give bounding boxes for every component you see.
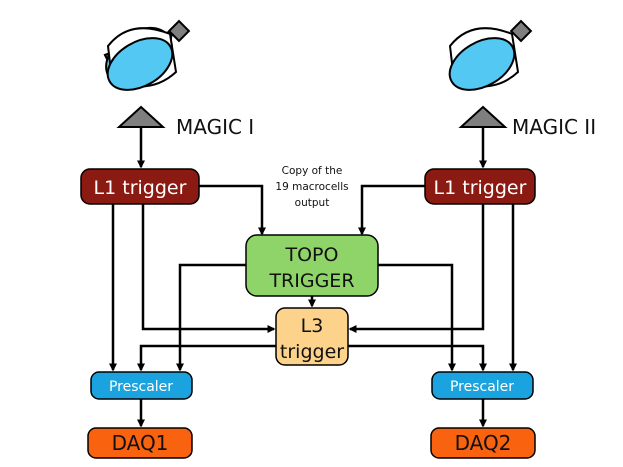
magic-2-label: MAGIC II bbox=[512, 115, 596, 139]
prescaler-right-label: Prescaler bbox=[450, 379, 514, 395]
arrow-topo-to-prescaler-right bbox=[378, 263, 456, 372]
dish-left-icon bbox=[103, 26, 178, 91]
daq2-box: DAQ2 bbox=[430, 427, 536, 459]
l1-trigger-right-label: L1 trigger bbox=[434, 177, 527, 199]
l1-trigger-right-box: L1 trigger bbox=[424, 168, 536, 205]
l3-label-line-2: trigger bbox=[280, 341, 344, 363]
prescaler-right-box: Prescaler bbox=[431, 371, 534, 400]
annotation-line-1: Copy of the bbox=[282, 165, 343, 177]
camera-right-icon bbox=[509, 19, 533, 43]
topo-label-line-2: TRIGGER bbox=[268, 270, 354, 292]
mount-right-icon bbox=[458, 105, 508, 128]
l1-trigger-left-label: L1 trigger bbox=[94, 177, 187, 199]
arrow-topo-to-prescaler-left bbox=[176, 263, 246, 372]
l3-label-line-1: L3 bbox=[301, 315, 324, 337]
daq1-label: DAQ1 bbox=[112, 431, 169, 455]
magic-1-label: MAGIC I bbox=[176, 115, 254, 139]
l1-trigger-left-box: L1 trigger bbox=[80, 168, 200, 205]
topo-trigger-box: TOPO TRIGGER bbox=[245, 234, 379, 297]
annotation-line-3: output bbox=[295, 197, 330, 209]
telescope-right: MAGIC II bbox=[448, 19, 596, 139]
annotation-line-2: 19 macrocells bbox=[275, 181, 348, 193]
dish-right-icon bbox=[448, 27, 520, 91]
connectors bbox=[109, 128, 517, 428]
l3-trigger-box: L3 trigger bbox=[275, 307, 349, 366]
daq1-box: DAQ1 bbox=[87, 427, 193, 459]
telescope-left: MAGIC I bbox=[103, 19, 254, 139]
prescaler-left-label: Prescaler bbox=[109, 379, 173, 395]
arrow-l1right-to-l3 bbox=[348, 204, 485, 333]
macrocells-annotation: Copy of the 19 macrocells output bbox=[275, 165, 348, 209]
camera-left-icon bbox=[167, 19, 191, 43]
mount-left-icon bbox=[116, 105, 166, 128]
prescaler-left-box: Prescaler bbox=[90, 371, 193, 400]
arrow-l3-to-prescaler-right bbox=[348, 344, 487, 372]
arrow-l3-to-prescaler-left bbox=[137, 344, 276, 372]
arrow-l1left-to-l3 bbox=[141, 204, 276, 333]
daq2-label: DAQ2 bbox=[455, 431, 512, 455]
arrow-l1right-to-topo bbox=[358, 184, 425, 236]
topo-label-line-1: TOPO bbox=[285, 244, 339, 266]
arrow-l1left-to-topo bbox=[199, 184, 266, 236]
